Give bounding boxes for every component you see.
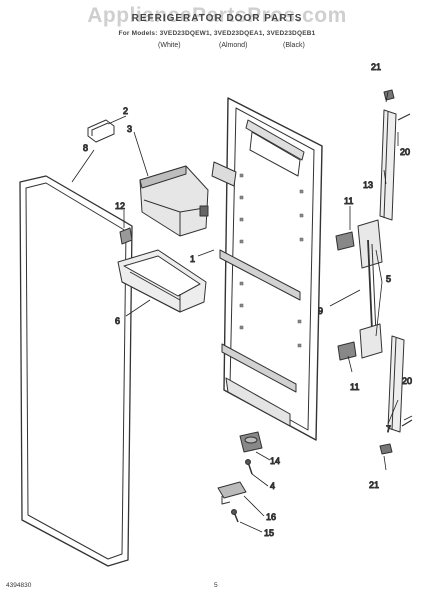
- callout-16: 16: [266, 512, 276, 522]
- door-shelf-bin: [117, 249, 207, 313]
- callout-21-upper: 21: [371, 62, 381, 72]
- leader-lines: [71, 91, 413, 533]
- callout-3: 3: [127, 124, 132, 134]
- diagram-title: REFRIGERATOR DOOR PARTS: [131, 13, 303, 24]
- callout-5: 5: [386, 274, 391, 284]
- watermark-text: AppliancePartsPros.com: [87, 4, 347, 27]
- trim-screw-lower: [379, 419, 413, 455]
- callout-21-lower: 21: [369, 480, 379, 490]
- callout-6: 6: [115, 316, 120, 326]
- hinge-assembly: [335, 219, 383, 361]
- callout-15: 15: [264, 528, 274, 538]
- callout-20-upper: 20: [400, 147, 410, 157]
- callout-14: 14: [270, 456, 280, 466]
- color-label-almond: (Almond): [219, 42, 248, 49]
- door-stop-block: [239, 431, 263, 453]
- bracket-screw: [231, 509, 239, 523]
- shelf-clip: [119, 227, 133, 245]
- figure-code: 4394830: [6, 582, 32, 589]
- callout-7: 7: [386, 424, 391, 434]
- upper-door-bin: [139, 165, 209, 237]
- callout-8: 8: [83, 143, 88, 153]
- color-label-white: (White): [158, 42, 181, 49]
- door-closure-bracket: [217, 481, 247, 505]
- model-numbers: For Models: 3VED23DQEW1, 3VED23DQEA1, 3V…: [118, 30, 316, 37]
- callout-1: 1: [190, 254, 195, 264]
- upper-door-trim: [379, 109, 397, 221]
- callout-2: 2: [123, 106, 128, 116]
- door-gasket: [19, 175, 133, 567]
- door-hinge-bracket: [87, 119, 115, 143]
- callout-9: 9: [318, 306, 323, 316]
- callout-12: 12: [115, 201, 125, 211]
- color-label-black: (Black): [283, 42, 305, 49]
- page-number: 5: [214, 582, 218, 589]
- stop-screw: [245, 459, 253, 475]
- callout-11-upper: 11: [344, 196, 353, 206]
- callout-4: 4: [270, 481, 275, 491]
- callout-11-lower: 11: [350, 382, 359, 392]
- lower-door-trim: [387, 335, 405, 433]
- callout-20-lower: 20: [402, 376, 412, 386]
- callout-13: 13: [363, 180, 373, 190]
- inner-door-panel: [211, 97, 323, 441]
